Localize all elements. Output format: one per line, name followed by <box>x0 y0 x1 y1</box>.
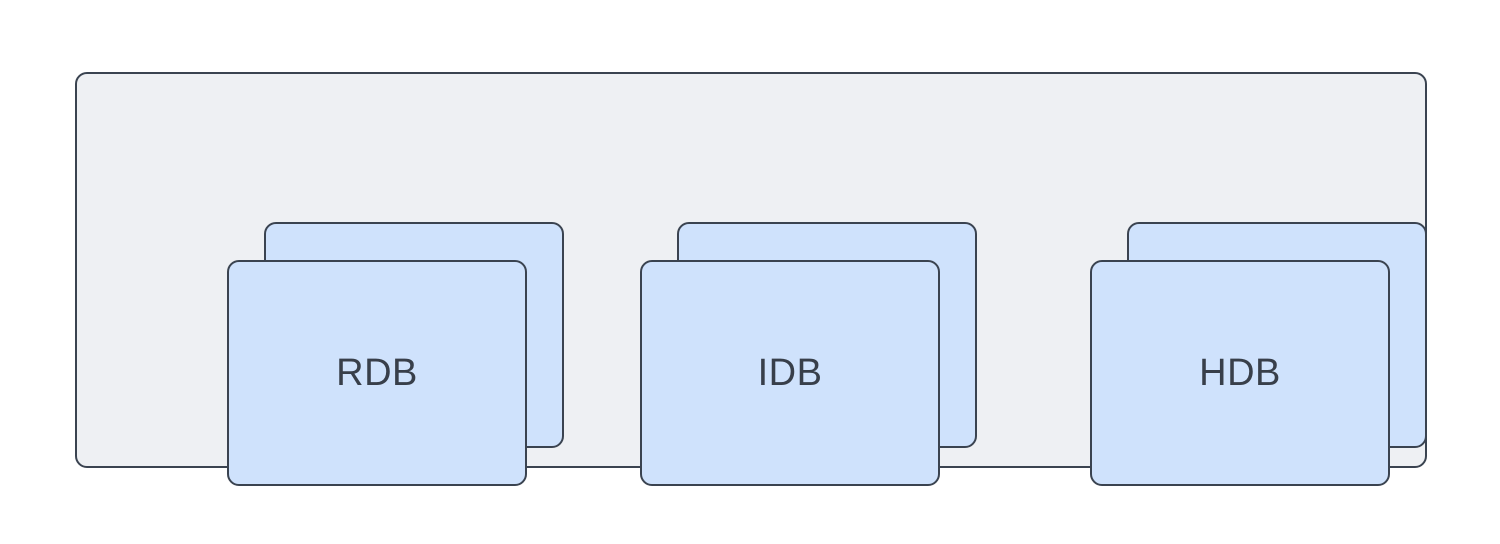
idb-front-card: IDB <box>640 260 940 486</box>
rdb-front-card: RDB <box>227 260 527 486</box>
hdb-label: HDB <box>1199 351 1281 394</box>
node-stack-rdb: RDB <box>227 222 564 486</box>
node-stack-hdb: HDB <box>1090 222 1427 486</box>
rdb-label: RDB <box>336 351 418 394</box>
idb-label: IDB <box>757 351 823 394</box>
node-stack-idb: IDB <box>640 222 977 486</box>
outer-group-container: RDB IDB HDB <box>75 72 1427 486</box>
hdb-front-card: HDB <box>1090 260 1390 486</box>
